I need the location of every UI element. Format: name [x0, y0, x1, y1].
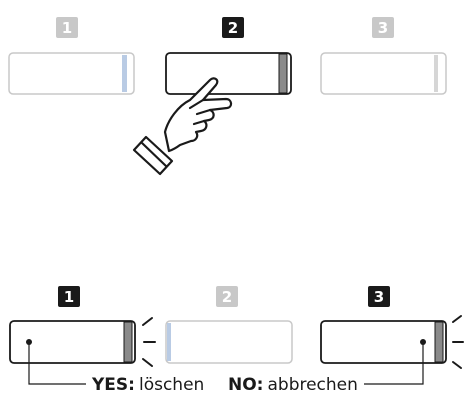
top-badge-3-number: 3 — [378, 19, 388, 37]
bottom-badge-2-number: 2 — [222, 288, 232, 306]
no-label-text: abbrechen — [267, 375, 357, 395]
top-memory-button-3[interactable] — [320, 52, 447, 95]
no-leader-line — [364, 342, 424, 385]
bottom-memory-button-1[interactable] — [9, 320, 136, 364]
yes-label-text: löschen — [139, 375, 204, 395]
bottom-memory-button-3[interactable] — [320, 320, 447, 364]
bottom-memory-button-2[interactable] — [165, 320, 293, 364]
top-badge-3: 3 — [372, 17, 394, 38]
top-badge-2-number: 2 — [228, 19, 238, 37]
pointing-hand-icon — [132, 77, 233, 176]
yes-label-key: YES: — [91, 375, 135, 395]
no-label: NO:abbrechen — [228, 375, 358, 395]
bottom-badge-1: 1 — [58, 286, 80, 307]
bottom-badge-2: 2 — [216, 286, 238, 307]
top-memory-button-2[interactable] — [165, 52, 292, 95]
yes-leader-line — [28, 342, 86, 385]
bottom-badge-3: 3 — [368, 286, 390, 307]
top-badge-2: 2 — [222, 17, 244, 38]
top-badge-1-number: 1 — [62, 19, 72, 37]
no-label-key: NO: — [228, 375, 263, 395]
bottom-badge-3-number: 3 — [374, 288, 384, 306]
flash-indicator-icon — [452, 315, 464, 369]
yes-label: YES:löschen — [91, 375, 204, 395]
top-memory-button-1[interactable] — [8, 52, 135, 95]
top-badge-1: 1 — [56, 17, 78, 38]
bottom-badge-1-number: 1 — [64, 288, 74, 306]
flash-indicator-icon — [142, 317, 156, 367]
